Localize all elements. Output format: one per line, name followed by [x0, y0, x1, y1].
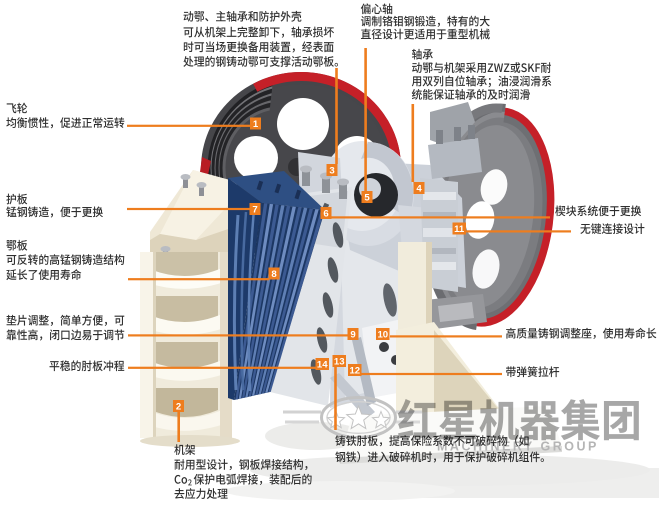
svg-text:8: 8: [271, 269, 277, 280]
svg-text:12: 12: [349, 365, 360, 376]
svg-text:14: 14: [317, 359, 328, 370]
svg-text:10: 10: [377, 329, 388, 340]
svg-text:7: 7: [252, 204, 257, 215]
svg-text:6: 6: [323, 208, 328, 219]
svg-text:13: 13: [334, 356, 345, 367]
svg-text:1: 1: [253, 119, 259, 130]
svg-text:MACHINERY GROUP: MACHINERY GROUP: [437, 440, 599, 454]
svg-text:5: 5: [364, 192, 370, 203]
svg-text:11: 11: [454, 224, 465, 235]
svg-text:3: 3: [329, 165, 334, 176]
svg-text:9: 9: [350, 329, 355, 340]
svg-text:4: 4: [416, 183, 422, 194]
svg-text:2: 2: [176, 401, 181, 412]
